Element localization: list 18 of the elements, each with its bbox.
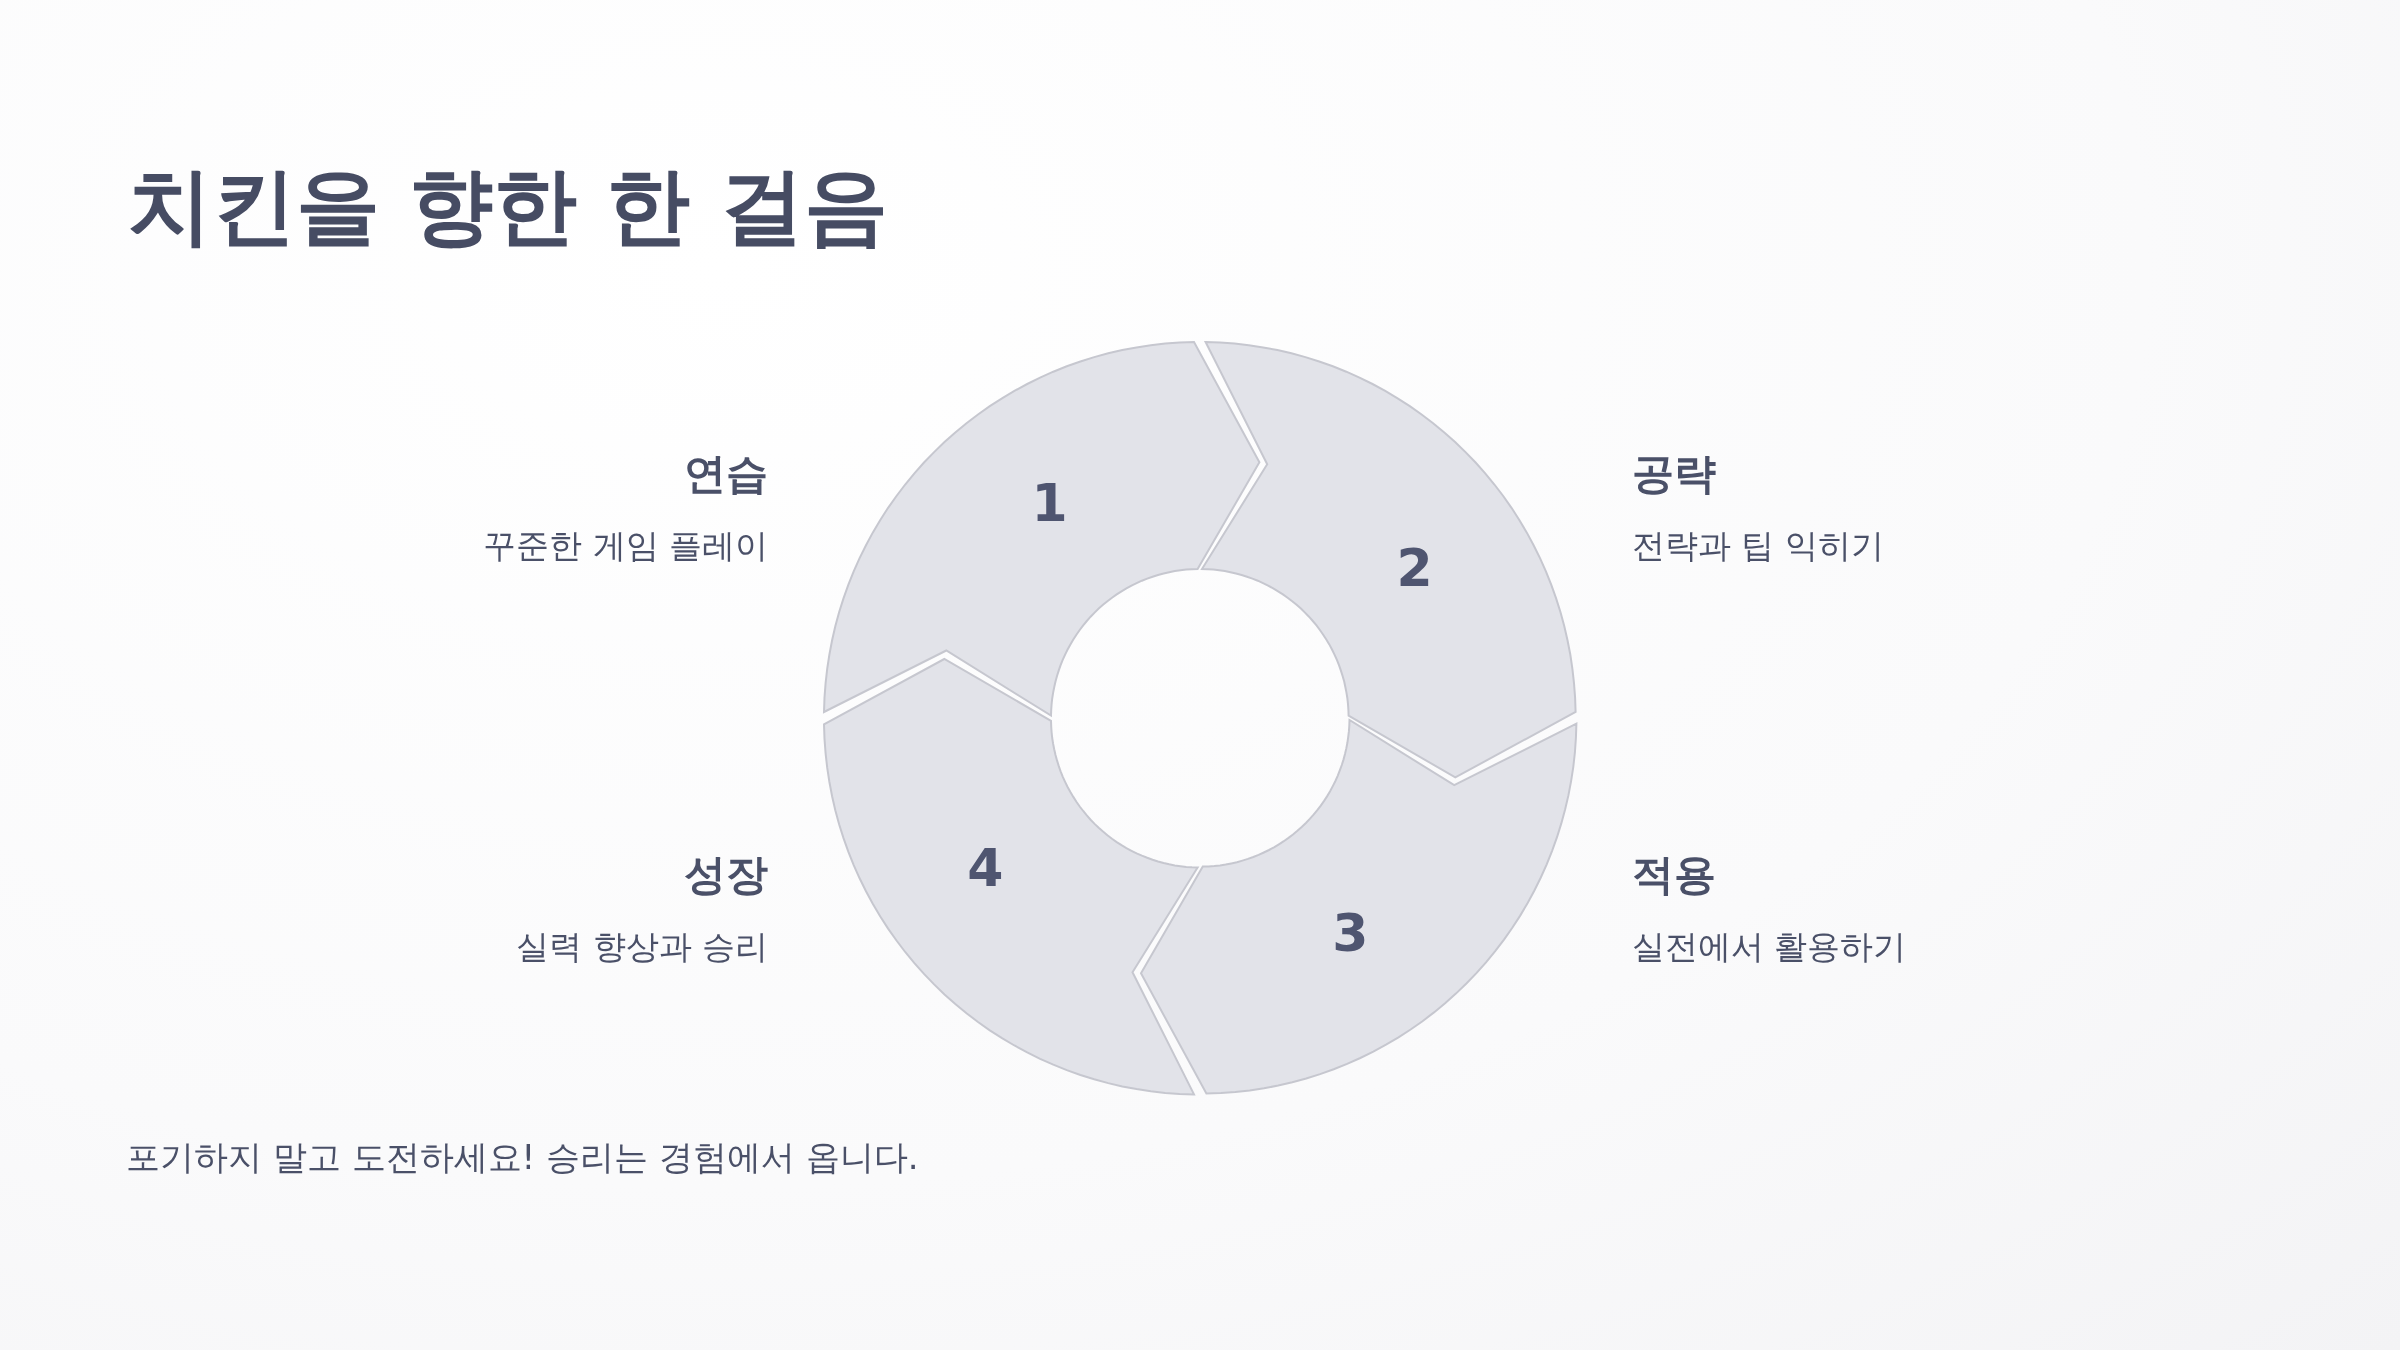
step-title: 성장 (684, 849, 768, 901)
step-description: 실전에서 활용하기 (1632, 926, 1907, 968)
step-title: 공략 (1632, 448, 1716, 500)
step-number: 2 (1396, 537, 1433, 598)
cycle-segment (1138, 718, 1578, 1096)
step-description: 실력 향상과 승리 (516, 926, 768, 968)
step-title: 적용 (1632, 849, 1716, 901)
step-description: 전략과 팁 익히기 (1632, 525, 1884, 567)
cycle-segment (1200, 340, 1578, 780)
step-description: 꾸준한 게임 플레이 (483, 525, 768, 567)
step-title: 연습 (684, 448, 768, 500)
slide-title: 치킨을 향한 한 걸음 (128, 156, 888, 257)
footer-note: 포기하지 말고 도전하세요! 승리는 경험에서 옵니다. (126, 1136, 919, 1179)
cycle-segment (822, 340, 1262, 718)
step-number: 1 (1031, 473, 1068, 534)
step-number: 3 (1332, 902, 1369, 963)
step-number: 4 (967, 838, 1004, 899)
cycle-segment (822, 656, 1200, 1096)
